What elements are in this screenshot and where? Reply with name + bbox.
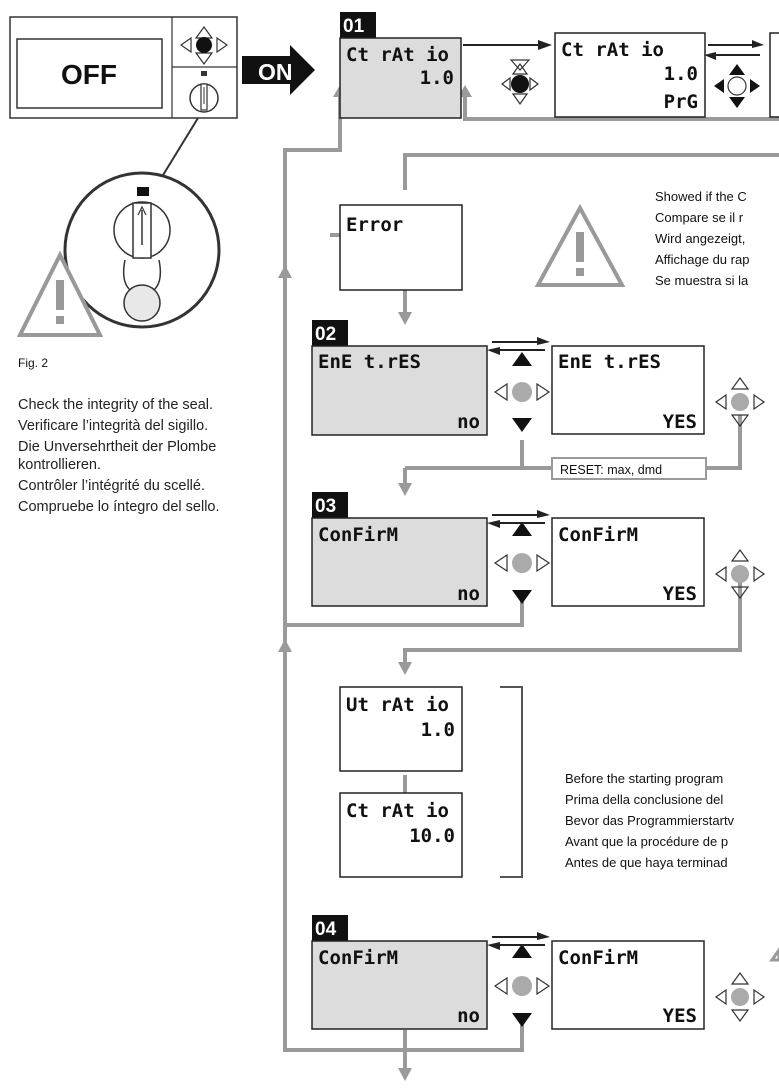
note-before-0: Before the starting program <box>565 771 723 786</box>
screen-ct-ratio-prg-line1: Ct rAt io <box>561 39 664 61</box>
screen-confirm-no-1 <box>311 517 488 607</box>
screen-ent-tres-yes-line3: YES <box>663 411 697 433</box>
note-before-4: Antes de que haya terminad <box>565 855 728 870</box>
reset-label: RESET: max, dmd <box>560 463 662 477</box>
device-keypad-icon <box>179 25 229 66</box>
warning-triangle-icon <box>16 250 104 337</box>
screen-ent-tres-yes <box>551 345 705 435</box>
screen-confirm-yes-2-line1: ConFirM <box>558 947 638 969</box>
screen-confirm-no-1-line3: no <box>457 583 480 605</box>
keypad-prg-icon <box>714 64 760 108</box>
step-03-badge <box>312 492 348 518</box>
on-arrow: ON <box>242 45 315 95</box>
step-01-label: 01 <box>343 16 365 37</box>
seal-check-instructions: Check the integrity of the seal. Verific… <box>18 396 228 519</box>
step-04-badge <box>312 915 348 941</box>
screen-ct-ratio-a-line1: Ct rAt io <box>346 44 449 66</box>
screen-ut-ratio-line2: 1.0 <box>421 719 455 741</box>
screen-ct-ratio-b-line1: Ct rAt io <box>346 800 449 822</box>
step-02-badge <box>312 320 348 346</box>
keypad-04-yes-icon <box>714 971 766 1023</box>
screen-ct-ratio-b-line2: 10.0 <box>409 825 455 847</box>
screen-ct-ratio-prg-line2: 1.0 <box>664 63 698 85</box>
keypad-03-no-icon <box>493 522 551 604</box>
device-display <box>16 38 163 109</box>
device-illustration: OFF <box>9 16 238 370</box>
screen-ent-tres-yes-line1: EnE t.rES <box>558 351 661 373</box>
note-showed-if-3: Affichage du rap <box>655 252 749 267</box>
keypad-01-icon <box>501 59 539 106</box>
screen-ct-ratio-a-line2: 1.0 <box>420 67 454 89</box>
screen-confirm-no-2-line3: no <box>457 1005 480 1027</box>
note-showed-if-2: Wird angezeigt, <box>655 231 745 246</box>
screen-confirm-yes-1-line1: ConFirM <box>558 524 638 546</box>
seal-check-fr: Contrôler l’intégrité du scellé. <box>18 478 205 494</box>
screen-confirm-no-1-line1: ConFirM <box>318 524 398 546</box>
screen-ent-tres-no-line3: no <box>457 411 480 433</box>
screen-ct-ratio-a <box>339 37 462 119</box>
note-before-3: Avant que la procédure de p <box>565 834 728 849</box>
screen-confirm-no-2-line1: ConFirM <box>318 947 398 969</box>
screen-ct-ratio-prg <box>554 32 706 118</box>
screen-ent-tres-no-line1: EnE t.rES <box>318 351 421 373</box>
fig-label: Fig. 2 <box>18 356 48 370</box>
screen-confirm-no-2 <box>311 940 488 1030</box>
keypad-03-yes-icon <box>714 548 766 600</box>
note-showed-if-4: Se muestra si la <box>655 273 749 288</box>
seal-check-es: Compruebe lo íntegro del sello. <box>18 499 220 515</box>
screen-error-line1: Error <box>346 214 403 236</box>
screen-confirm-yes-1 <box>551 517 705 607</box>
screen-ct-ratio-prg-line3: PrG <box>664 91 698 113</box>
seal-check-it: Verificare l’integrità del sigillo. <box>18 418 209 434</box>
screen-error <box>339 204 463 291</box>
group-bracket <box>500 686 523 878</box>
seal-check-en: Check the integrity of the seal. <box>18 397 214 413</box>
keypad-02-yes-icon <box>714 376 766 428</box>
warning-triangle-2-icon <box>534 203 626 287</box>
step-04-label: 04 <box>315 919 337 940</box>
screen-ut-ratio <box>339 686 463 772</box>
keypad-04-no-icon <box>493 944 551 1027</box>
note-showed-if-0: Showed if the C <box>655 189 747 204</box>
step-03-label: 03 <box>315 496 336 517</box>
warning-triangle-3-icon <box>769 947 779 962</box>
step-02-label: 02 <box>315 324 336 345</box>
screen-confirm-yes-2-line3: YES <box>663 1005 697 1027</box>
seal-large-icon <box>63 171 221 329</box>
step-01-badge <box>340 12 376 38</box>
screen-confirm-yes-2 <box>551 940 705 1030</box>
screen-ct-ratio-b <box>339 792 463 878</box>
keypad-02-no-icon <box>493 352 551 432</box>
note-before-2: Bevor das Programmierstartv <box>565 813 735 828</box>
note-showed-if-1: Compare se il r <box>655 210 744 225</box>
note-before: Before the starting program Prima della … <box>565 771 735 870</box>
note-showed-if: Showed if the C Compare se il r Wird ang… <box>655 189 749 288</box>
device-display-text: OFF <box>61 59 117 90</box>
note-before-1: Prima della conclusione del <box>565 792 723 807</box>
on-label: ON <box>258 59 293 85</box>
screen-ent-tres-no <box>311 345 488 436</box>
screen-ut-ratio-line1: Ut rAt io <box>346 694 449 716</box>
seal-small-icon <box>189 71 219 113</box>
reset-label-box <box>551 457 707 480</box>
seal-check-de: Die Unversehrtheit der Plombe kontrollie… <box>18 439 217 473</box>
screen-confirm-yes-1-line3: YES <box>663 583 697 605</box>
